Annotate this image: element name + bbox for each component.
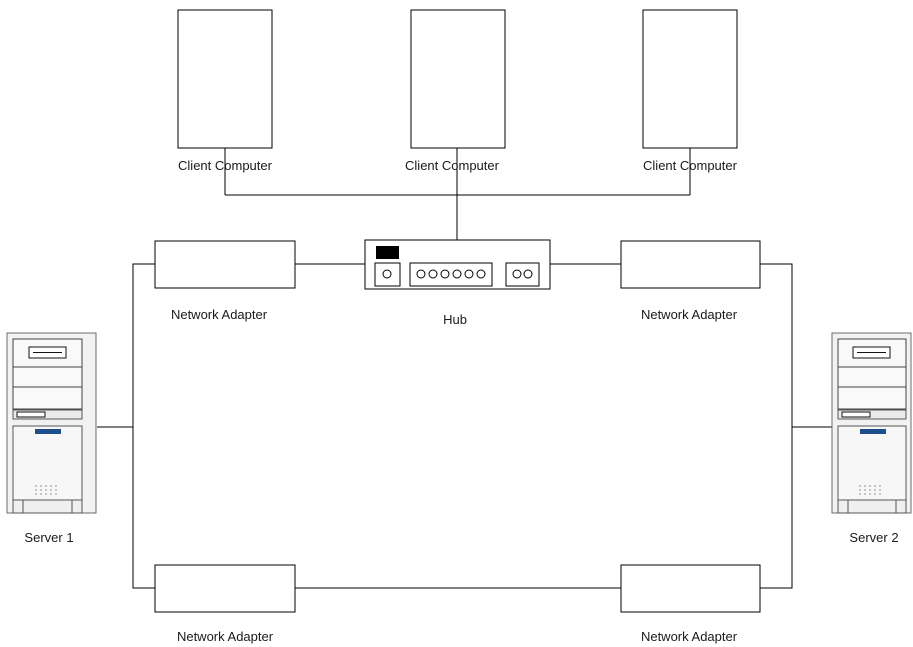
client-computer-3-label: Client Computer: [643, 158, 737, 173]
server-1-icon: [6, 332, 97, 514]
network-adapter-top-left-label: Network Adapter: [170, 307, 268, 322]
hub-port-pair: [505, 262, 540, 287]
client-computer-1-label: Client Computer: [178, 158, 272, 173]
network-adapter-bottom-right-box: [620, 564, 761, 613]
server-2-icon: [831, 332, 912, 514]
hub-icon: [364, 239, 551, 290]
network-adapter-top-right-label: Network Adapter: [640, 307, 738, 322]
network-adapter-top-left-box: [154, 240, 296, 289]
client-computer-2-label: Client Computer: [405, 158, 499, 173]
hub-label: Hub: [443, 312, 467, 327]
right-ring: [760, 263, 793, 589]
hub-port-bank: [409, 262, 493, 287]
client-computer-1-box: [177, 9, 273, 149]
client-computer-2-box: [410, 9, 506, 149]
server-1-badge: [35, 429, 61, 434]
server-1-label: Server 1: [24, 530, 74, 545]
network-adapter-top-right-box: [620, 240, 761, 289]
network-adapter-bottom-left-box: [154, 564, 296, 613]
hub-display: [376, 246, 399, 259]
server-2-badge: [860, 429, 886, 434]
network-adapter-bottom-right-label: Network Adapter: [640, 629, 738, 644]
network-adapter-bottom-left-label: Network Adapter: [176, 629, 274, 644]
client-computer-3-box: [642, 9, 738, 149]
connections: [97, 148, 832, 589]
left-ring: [132, 263, 155, 589]
server-2-label: Server 2: [849, 530, 899, 545]
